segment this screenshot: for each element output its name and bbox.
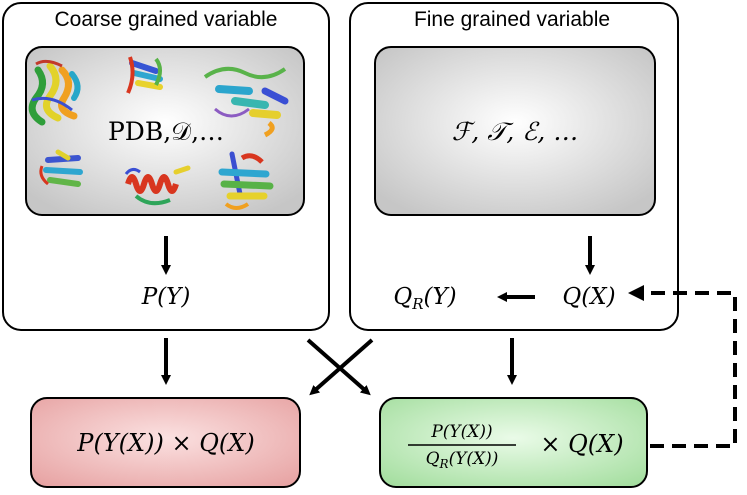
coarse-distribution-label: P(Y) — [141, 284, 191, 310]
arrow-cross-left-to-right — [306, 338, 371, 396]
right-output-suffix: × Q(X) — [540, 430, 623, 458]
fine-grained-panel: Fine grained variable ℱ, 𝒯, ℰ, … Q(X) QR… — [349, 2, 679, 331]
protein-structure-icon — [39, 149, 83, 187]
right-output-fraction: P(Y(X)) QR(Y(X)) — [408, 422, 516, 471]
fraction-denominator: QR(Y(X)) — [426, 449, 499, 471]
arrow-cross-right-to-left — [309, 338, 374, 396]
protein-structure-icon — [218, 151, 274, 210]
dashed-feedback-arrowhead — [628, 285, 644, 301]
dashed-feedback-line — [640, 291, 737, 448]
left-output-formula: P(Y(X)) × Q(X) — [76, 429, 254, 457]
energy-function-label: ℱ, 𝒯, ℰ, … — [452, 117, 579, 146]
protein-structure-icon — [126, 56, 163, 94]
right-output-box: P(Y(X)) QR(Y(X)) × Q(X) — [379, 397, 648, 488]
protein-structure-icon — [28, 59, 81, 126]
force-field-box: ℱ, 𝒯, ℰ, … — [374, 46, 656, 216]
structure-database-label: PDB,𝒟,… — [108, 117, 224, 146]
protein-structure-icon — [124, 165, 191, 206]
protein-structures-box: PDB,𝒟,… — [25, 46, 305, 216]
protein-structure-icon — [203, 66, 289, 138]
left-output-box: P(Y(X)) × Q(X) — [30, 397, 301, 488]
fine-grained-title: Fine grained variable — [414, 8, 610, 31]
coarse-grained-title: Coarse grained variable — [55, 8, 278, 31]
fine-marginal-label: QR(Y) — [393, 284, 456, 313]
fine-distribution-label: Q(X) — [562, 284, 615, 310]
fraction-numerator: P(Y(X)) — [430, 422, 492, 442]
coarse-grained-panel: Coarse grained variable — [2, 2, 330, 331]
